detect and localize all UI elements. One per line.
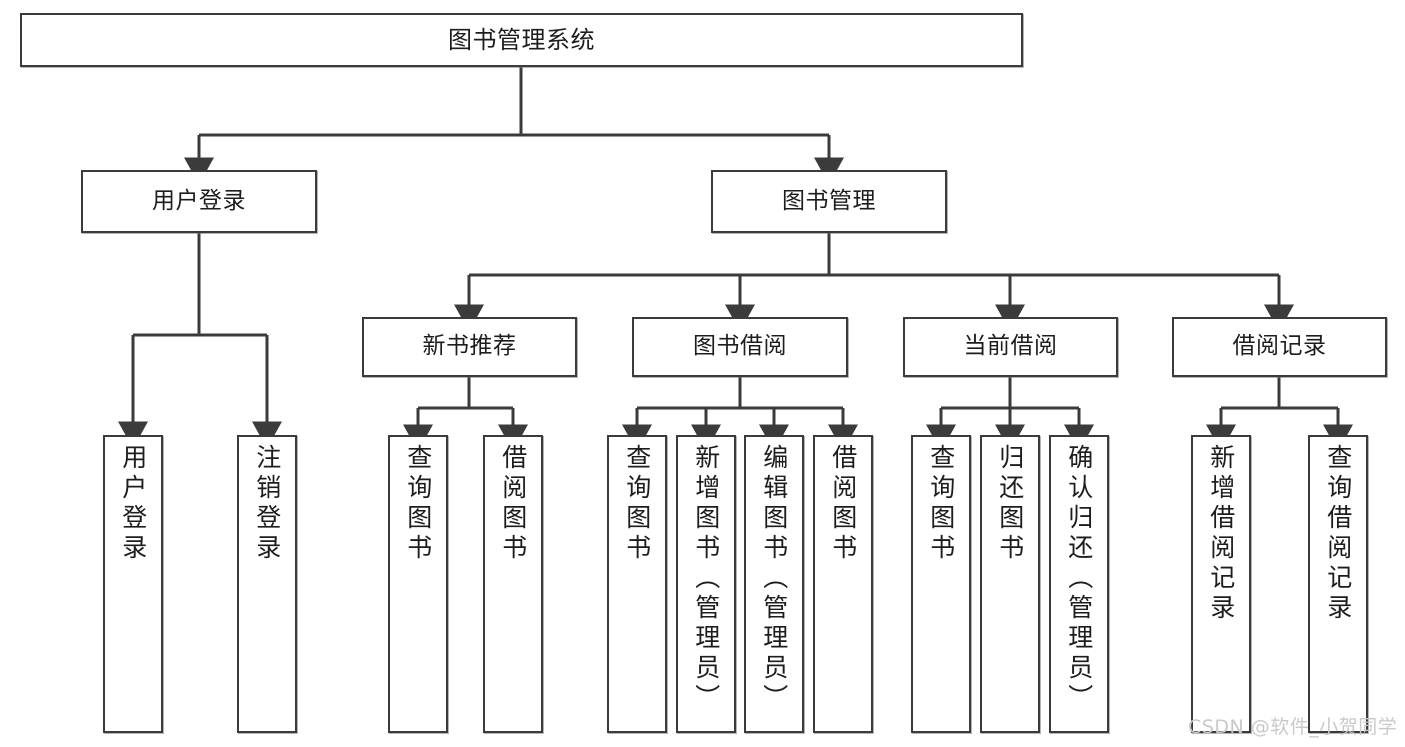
leaf-borrow-borrow-book[interactable]: 借阅图书 xyxy=(813,435,873,733)
leaf-user-login-logout[interactable]: 注销登录 xyxy=(237,435,297,733)
node-label: 图书借阅 xyxy=(693,333,787,360)
node-label: 查询图书 xyxy=(926,444,956,564)
node-user-login[interactable]: 用户登录 xyxy=(81,170,317,233)
node-label: 用户登录 xyxy=(118,444,148,564)
node-label: 确认归还（管理员） xyxy=(1064,444,1094,714)
node-book-management[interactable]: 图书管理 xyxy=(711,170,947,233)
node-label: 用户登录 xyxy=(152,187,246,214)
node-label: 借阅记录 xyxy=(1232,333,1327,360)
leaf-current-return-book[interactable]: 归还图书 xyxy=(980,435,1040,733)
csdn-watermark: CSDN @软件_小贺同学 xyxy=(1188,716,1398,738)
leaf-borrow-add-book[interactable]: 新增图书（管理员） xyxy=(676,435,736,733)
leaf-user-login-login[interactable]: 用户登录 xyxy=(103,435,163,733)
leaf-borrow-edit-book[interactable]: 编辑图书（管理员） xyxy=(744,435,804,733)
leaf-current-query-book[interactable]: 查询图书 xyxy=(911,435,971,733)
leaf-new-book-borrow[interactable]: 借阅图书 xyxy=(483,435,543,733)
node-book-borrow[interactable]: 图书借阅 xyxy=(632,317,848,377)
node-label: 图书管理 xyxy=(782,187,876,214)
node-label: 新增图书（管理员） xyxy=(691,444,721,714)
leaf-record-query[interactable]: 查询借阅记录 xyxy=(1308,435,1368,733)
node-label: 归还图书 xyxy=(995,444,1025,564)
node-label: 当前借阅 xyxy=(963,333,1058,360)
node-book-management-system[interactable]: 图书管理系统 xyxy=(20,13,1023,67)
node-current-borrow[interactable]: 当前借阅 xyxy=(903,317,1118,377)
node-label: 查询借阅记录 xyxy=(1323,444,1353,624)
leaf-new-book-query[interactable]: 查询图书 xyxy=(388,435,448,733)
leaf-current-confirm-return[interactable]: 确认归还（管理员） xyxy=(1049,435,1109,733)
node-label: 新书推荐 xyxy=(422,333,517,360)
node-label: 查询图书 xyxy=(622,444,652,564)
node-label: 借阅图书 xyxy=(828,444,858,564)
leaf-borrow-query-book[interactable]: 查询图书 xyxy=(607,435,667,733)
node-new-book-recommend[interactable]: 新书推荐 xyxy=(362,317,577,377)
node-label: 借阅图书 xyxy=(498,444,528,564)
leaf-record-add[interactable]: 新增借阅记录 xyxy=(1191,435,1251,733)
node-label: 查询图书 xyxy=(403,444,433,564)
node-label: 新增借阅记录 xyxy=(1206,444,1236,624)
node-borrow-record[interactable]: 借阅记录 xyxy=(1172,317,1387,377)
node-label: 图书管理系统 xyxy=(448,25,595,54)
node-label: 注销登录 xyxy=(252,444,282,564)
node-label: 编辑图书（管理员） xyxy=(759,444,789,714)
